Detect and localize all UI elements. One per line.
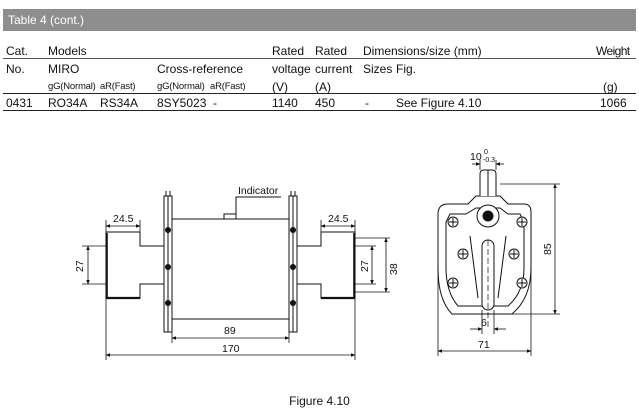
header-rated-voltage-2: voltage [272,62,311,76]
row-miro-gg: RO34A [48,96,88,110]
header-models: Models [48,44,87,58]
row-cat-no: 0431 [6,96,33,110]
table-title: Table 4 (cont.) [8,13,85,27]
front-dimensions [82,220,390,360]
dim-right-tab: 24.5 [328,213,349,225]
row-cross-ar: - [213,96,217,110]
header-rated-voltage-1: Rated [272,44,305,58]
left-blade [105,231,165,300]
row-weight: 1066 [600,96,627,110]
row-voltage: 1140 [272,96,298,110]
header-no: No. [6,62,25,76]
dim-slot-width: 6 [481,317,487,329]
row-current: 450 [315,96,336,110]
row-figure-reference: See Figure 4.10 [396,96,482,110]
dim-side-height: 85 [542,243,554,255]
header-rated-current-unit: (A) [315,80,331,94]
right-blade [296,231,356,300]
indicator-callout: Indicator [235,185,281,214]
header-bottom-rule [3,93,636,94]
front-dimension-labels: 24.5 24.5 27 27 38 89 170 [74,213,400,355]
fuse-data-table: Cat. No. Models MIRO Cross-reference gG(… [0,0,639,120]
header-sizes: Sizes [363,62,393,76]
fuse-side-view [437,169,532,328]
header-cross-reference: Cross-reference [157,62,244,76]
side-dimension-labels: 10 0 -0.3 85 6 71 [470,149,554,351]
header-miro-gg: gG(Normal) [48,81,96,92]
header-cross-ar: aR(Fast) [210,81,246,92]
dim-total-width: 170 [222,343,240,355]
side-bolts [447,216,528,289]
row-cross-gg: 8SY5023 [157,96,207,110]
header-fig: Fig. [396,62,417,76]
indicator-label: Indicator [238,185,279,197]
header-miro: MIRO [48,62,80,76]
header-miro-ar: aR(Fast) [100,81,136,92]
row-miro-ar: RS34A [100,96,139,110]
dim-body-width: 89 [224,325,236,337]
dim-left-height: 27 [74,260,86,272]
header-rated-current-1: Rated [315,44,348,58]
header-cross-gg: gG(Normal) [157,81,205,92]
table-banner: Table 4 (cont.) [3,9,636,31]
header-rated-current-2: current [315,62,353,76]
front-bolts [165,227,296,306]
header-dimensions: Dimensions/size (mm) [363,44,482,58]
header-weight: Weight [596,44,630,58]
dim-top-slot: 10 [470,151,482,163]
header-divider [3,58,636,59]
dim-top-slot-tol-lower: -0.3 [483,157,495,164]
header-weight-unit: (g) [603,80,618,94]
header-rated-voltage-unit: (V) [272,80,288,94]
fuse-body [171,218,290,320]
dim-top-slot-tol-upper: 0 [484,149,488,156]
side-dimensions [437,160,560,356]
fuse-front-view [105,191,356,333]
dim-right-height: 27 [359,260,371,272]
side-plate-inner [445,207,525,307]
header-cat: Cat. [6,44,29,58]
row-bottom-rule [3,110,636,111]
dim-left-tab: 24.5 [113,213,134,225]
indicator [223,213,237,220]
dim-side-width: 71 [478,339,490,351]
dim-body-height: 38 [388,263,400,275]
figure-caption: Figure 4.10 [289,394,350,408]
row-size: - [365,96,369,110]
fuse-technical-drawing: Indicator 24.5 24.5 27 27 38 89 170 [74,149,560,360]
